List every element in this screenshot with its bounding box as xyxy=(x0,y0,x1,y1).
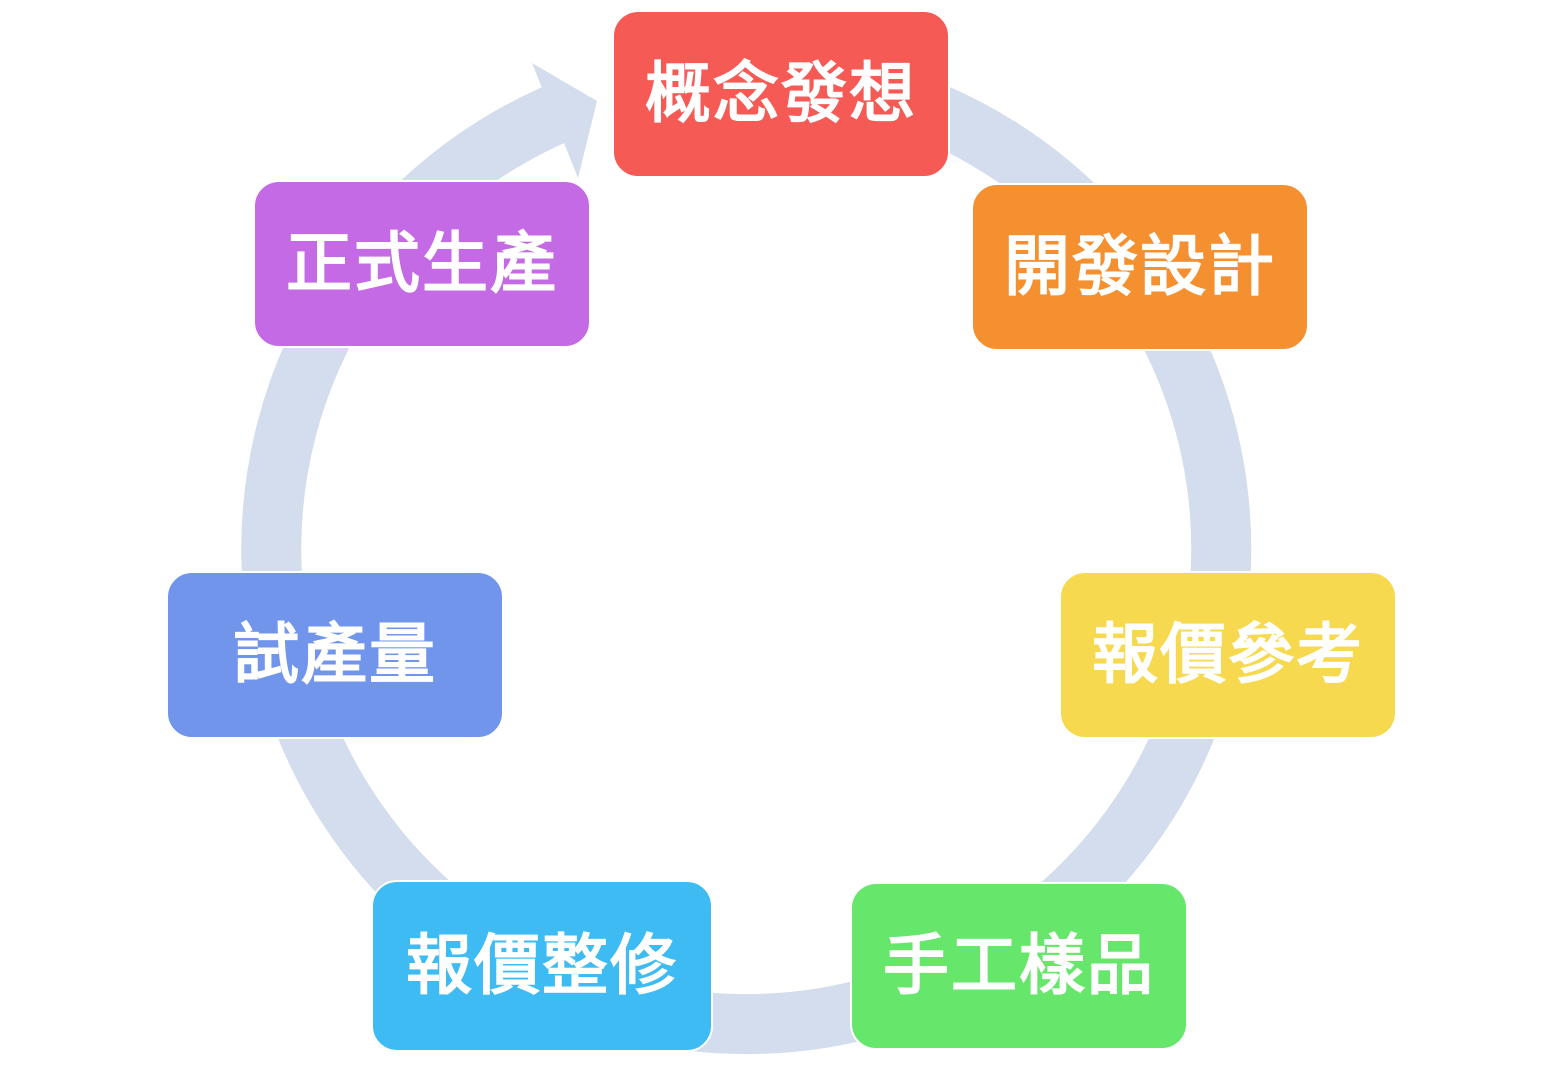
stage-mass-production-label: 正式生產 xyxy=(286,225,558,302)
stage-quote-reference-label: 報價參考 xyxy=(1092,616,1364,693)
stage-quote-reference: 報價參考 xyxy=(1059,571,1397,739)
stage-quote-revision: 報價整修 xyxy=(371,880,713,1052)
stage-concept: 概念發想 xyxy=(612,10,950,178)
stage-handmade-sample-label: 手工樣品 xyxy=(883,927,1155,1004)
stage-mass-production: 正式生產 xyxy=(253,180,591,348)
stage-trial-production-label: 試產量 xyxy=(233,616,437,693)
stage-handmade-sample: 手工樣品 xyxy=(850,882,1188,1050)
cycle-ring-path xyxy=(241,68,1252,1055)
cycle-arrow-head xyxy=(532,63,597,178)
stage-trial-production: 試產量 xyxy=(166,571,504,739)
stage-development-design-label: 開發設計 xyxy=(1004,228,1276,305)
stage-concept-label: 概念發想 xyxy=(645,55,917,132)
stage-quote-revision-label: 報價整修 xyxy=(406,927,678,1004)
stage-development-design: 開發設計 xyxy=(971,183,1309,351)
